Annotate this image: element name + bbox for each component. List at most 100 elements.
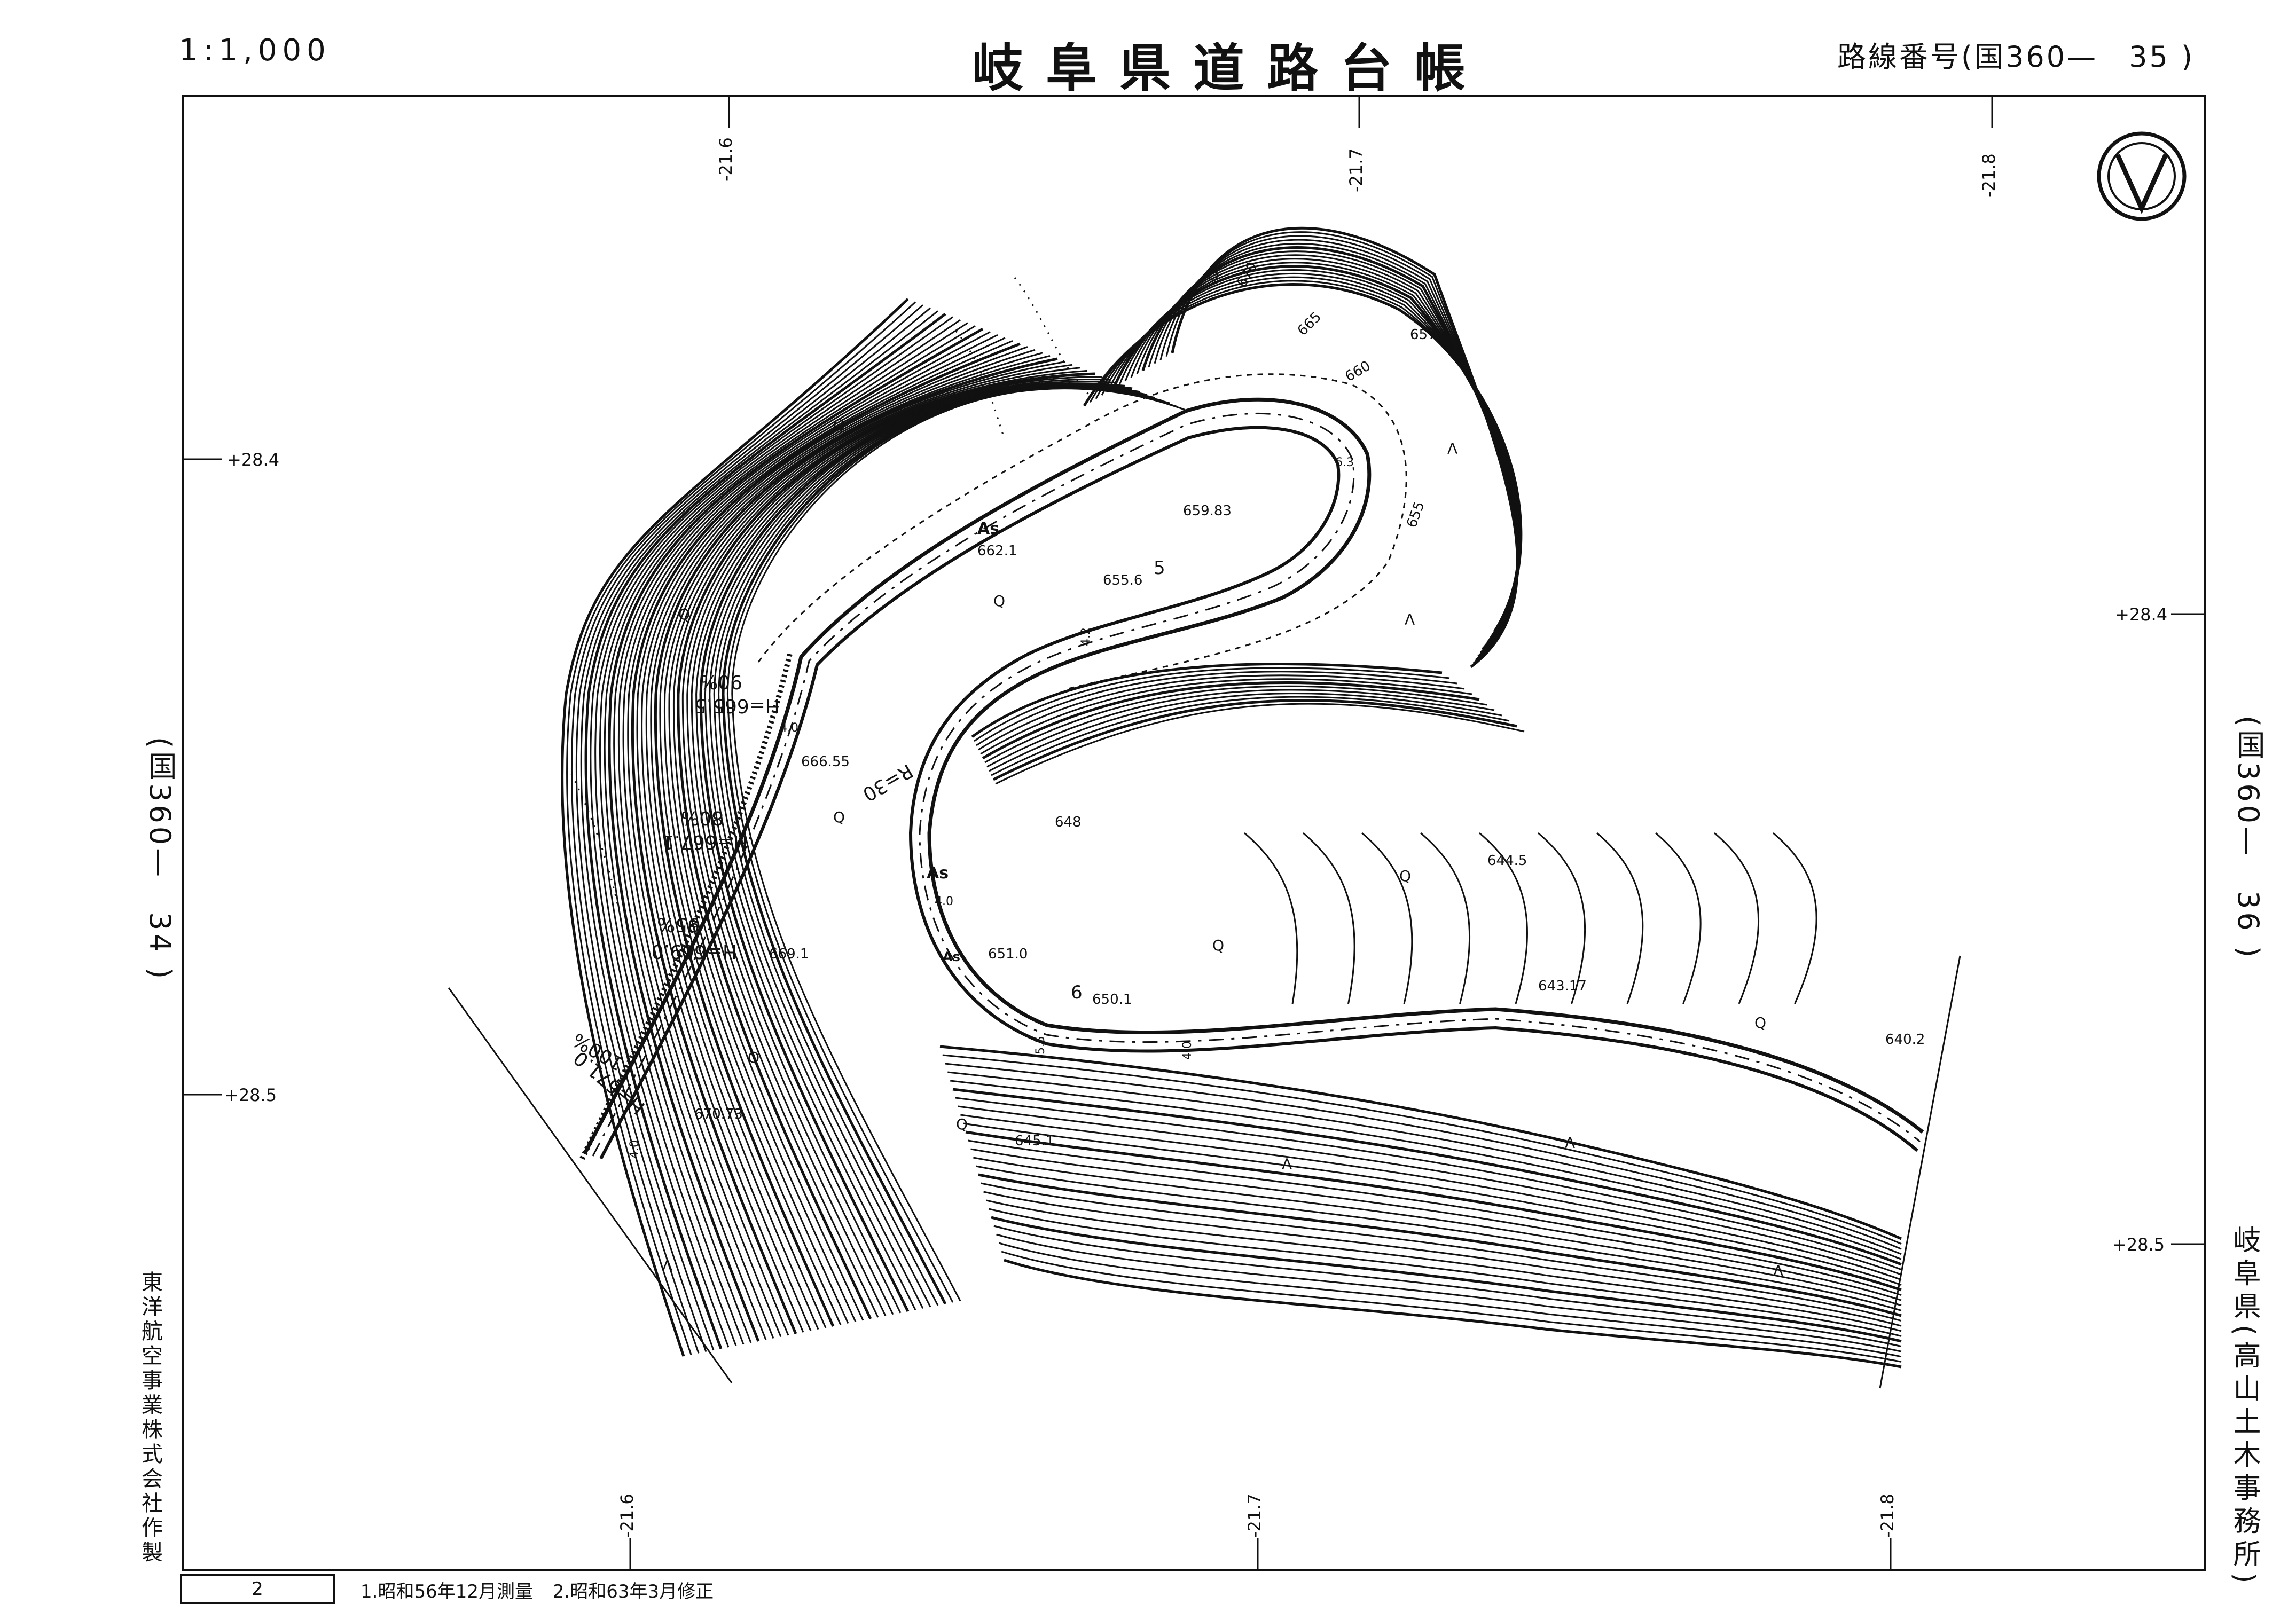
elevation-label: 655 [1404,499,1428,530]
contour-line [570,304,923,1354]
contour-line [971,663,1443,738]
elevation-label: 644.5 [1487,853,1527,869]
contour-line [650,355,1051,1328]
elevation-label: 645.1 [1015,1133,1054,1149]
contour-line [566,301,916,1355]
contour-line [659,361,1065,1325]
contour-line [722,387,1170,1305]
elevation-label: 655.6 [1103,572,1142,588]
issuing-office: 岐阜県(高山土木事務所) [2228,1225,2260,1589]
adjacent-sheet-right: (国360— 36 ) [2231,715,2265,961]
contour-line [580,310,938,1351]
width-label: 4.2 [1079,627,1093,646]
width-label: 5.5 [1034,1036,1047,1055]
survey-note: 1.昭和56年12月測量 [361,1581,533,1602]
svg-text:Q: Q [1207,266,1219,284]
survey-note: 2.昭和63年3月修正 [552,1581,714,1602]
grid-label-right-1: +28.4 [2115,604,2167,625]
producer-credit: 東洋航空事業株式会社作製 [138,1271,162,1566]
width-label: 4.0 [780,721,798,735]
elevation-label: 662.1 [977,543,1017,559]
svg-text:Q: Q [1399,867,1411,885]
contour-line [986,689,1495,768]
contour-line [636,346,1028,1333]
contour-line [1303,832,1355,1004]
elevation-label: 650.1 [1092,992,1132,1008]
contour-line [952,1088,1902,1266]
contour-line [991,696,1510,776]
contour-line [960,1114,1902,1281]
contour-line [992,699,1517,781]
contour-line [970,1148,1902,1301]
contour-line [731,387,1185,1302]
contour-line [599,322,968,1345]
surface-label: As [943,949,960,964]
contour-line [654,357,1058,1327]
contour-line [686,379,1110,1317]
contour-line [604,325,976,1343]
contour-line [713,386,1155,1308]
contour-line [1130,254,1519,643]
road-edge-outer [583,397,1924,1154]
contour-lines [561,226,1902,1369]
elevation-label: 657.4 [1410,327,1449,343]
height-label: H=667.1 [662,831,748,853]
contour-line [590,316,953,1348]
contour-line [1538,832,1586,1004]
contour-line [995,703,1525,785]
contour-line [1001,1251,1902,1363]
contour-line [1244,832,1298,1004]
svg-text:ᐱ: ᐱ [662,1257,672,1275]
contour-line [1148,242,1519,654]
width-label: 4.0 [935,895,953,908]
contour-line [983,1191,1902,1327]
contour-line [691,381,1118,1315]
contour-line [978,674,1465,751]
svg-text:ᐱ: ᐱ [1773,1262,1783,1280]
contour-line [988,1208,1902,1337]
contour-line [947,1071,1902,1255]
section-mark: 5 [1154,557,1165,579]
contour-line [608,327,984,1342]
contour-line [677,372,1095,1320]
section-mark: 6 [1071,982,1083,1003]
contour-line [627,340,1013,1336]
svg-text:Q: Q [748,1049,759,1066]
svg-text:Q: Q [1754,1014,1766,1032]
width-label: 4.0 [1181,1041,1194,1060]
elevation-label: 670.73 [694,1106,743,1122]
contour-line [584,313,946,1349]
contour-line [989,693,1502,772]
elevation-label: 651.0 [988,946,1028,962]
contour-line [981,1182,1902,1322]
contour-line [1773,832,1817,1004]
map-scale: 1:1,000 [179,33,331,68]
contour-line [709,386,1148,1309]
elevation-label: 659.83 [1183,503,1232,519]
svg-text:Q: Q [833,416,845,434]
contour-line [663,364,1073,1324]
contour-line [1596,832,1644,1004]
grid-label-bottom-3: -21.8 [1877,1493,1898,1538]
height-label: H=669.0 [652,940,737,962]
contour-line [1171,226,1519,668]
curve-radius-label: R=30 [859,759,916,805]
contour-line [986,1199,1902,1332]
grade-label: 80% [681,807,724,829]
grid-label-top-1: -21.6 [716,137,736,182]
svg-text:Q: Q [1212,937,1224,954]
surface-label: As [927,864,949,883]
contour-line [993,1225,1902,1348]
contour-line [699,383,1133,1312]
elevation-label: 666.55 [801,754,850,770]
adjacent-sheet-left: (国360— 34 ) [143,737,177,982]
elevation-label: 640.2 [1885,1032,1925,1048]
svg-text:ᐱ: ᐱ [1565,1134,1575,1152]
contour-line [962,1122,1902,1286]
contour-line [641,349,1036,1331]
elevation-label: 660 [1343,358,1374,385]
contour-line [975,1165,1902,1311]
width-label: 4.0 [628,1140,641,1159]
contour-line [955,1097,1902,1271]
route-number: 路線番号(国360— 35 ) [1837,40,2195,74]
